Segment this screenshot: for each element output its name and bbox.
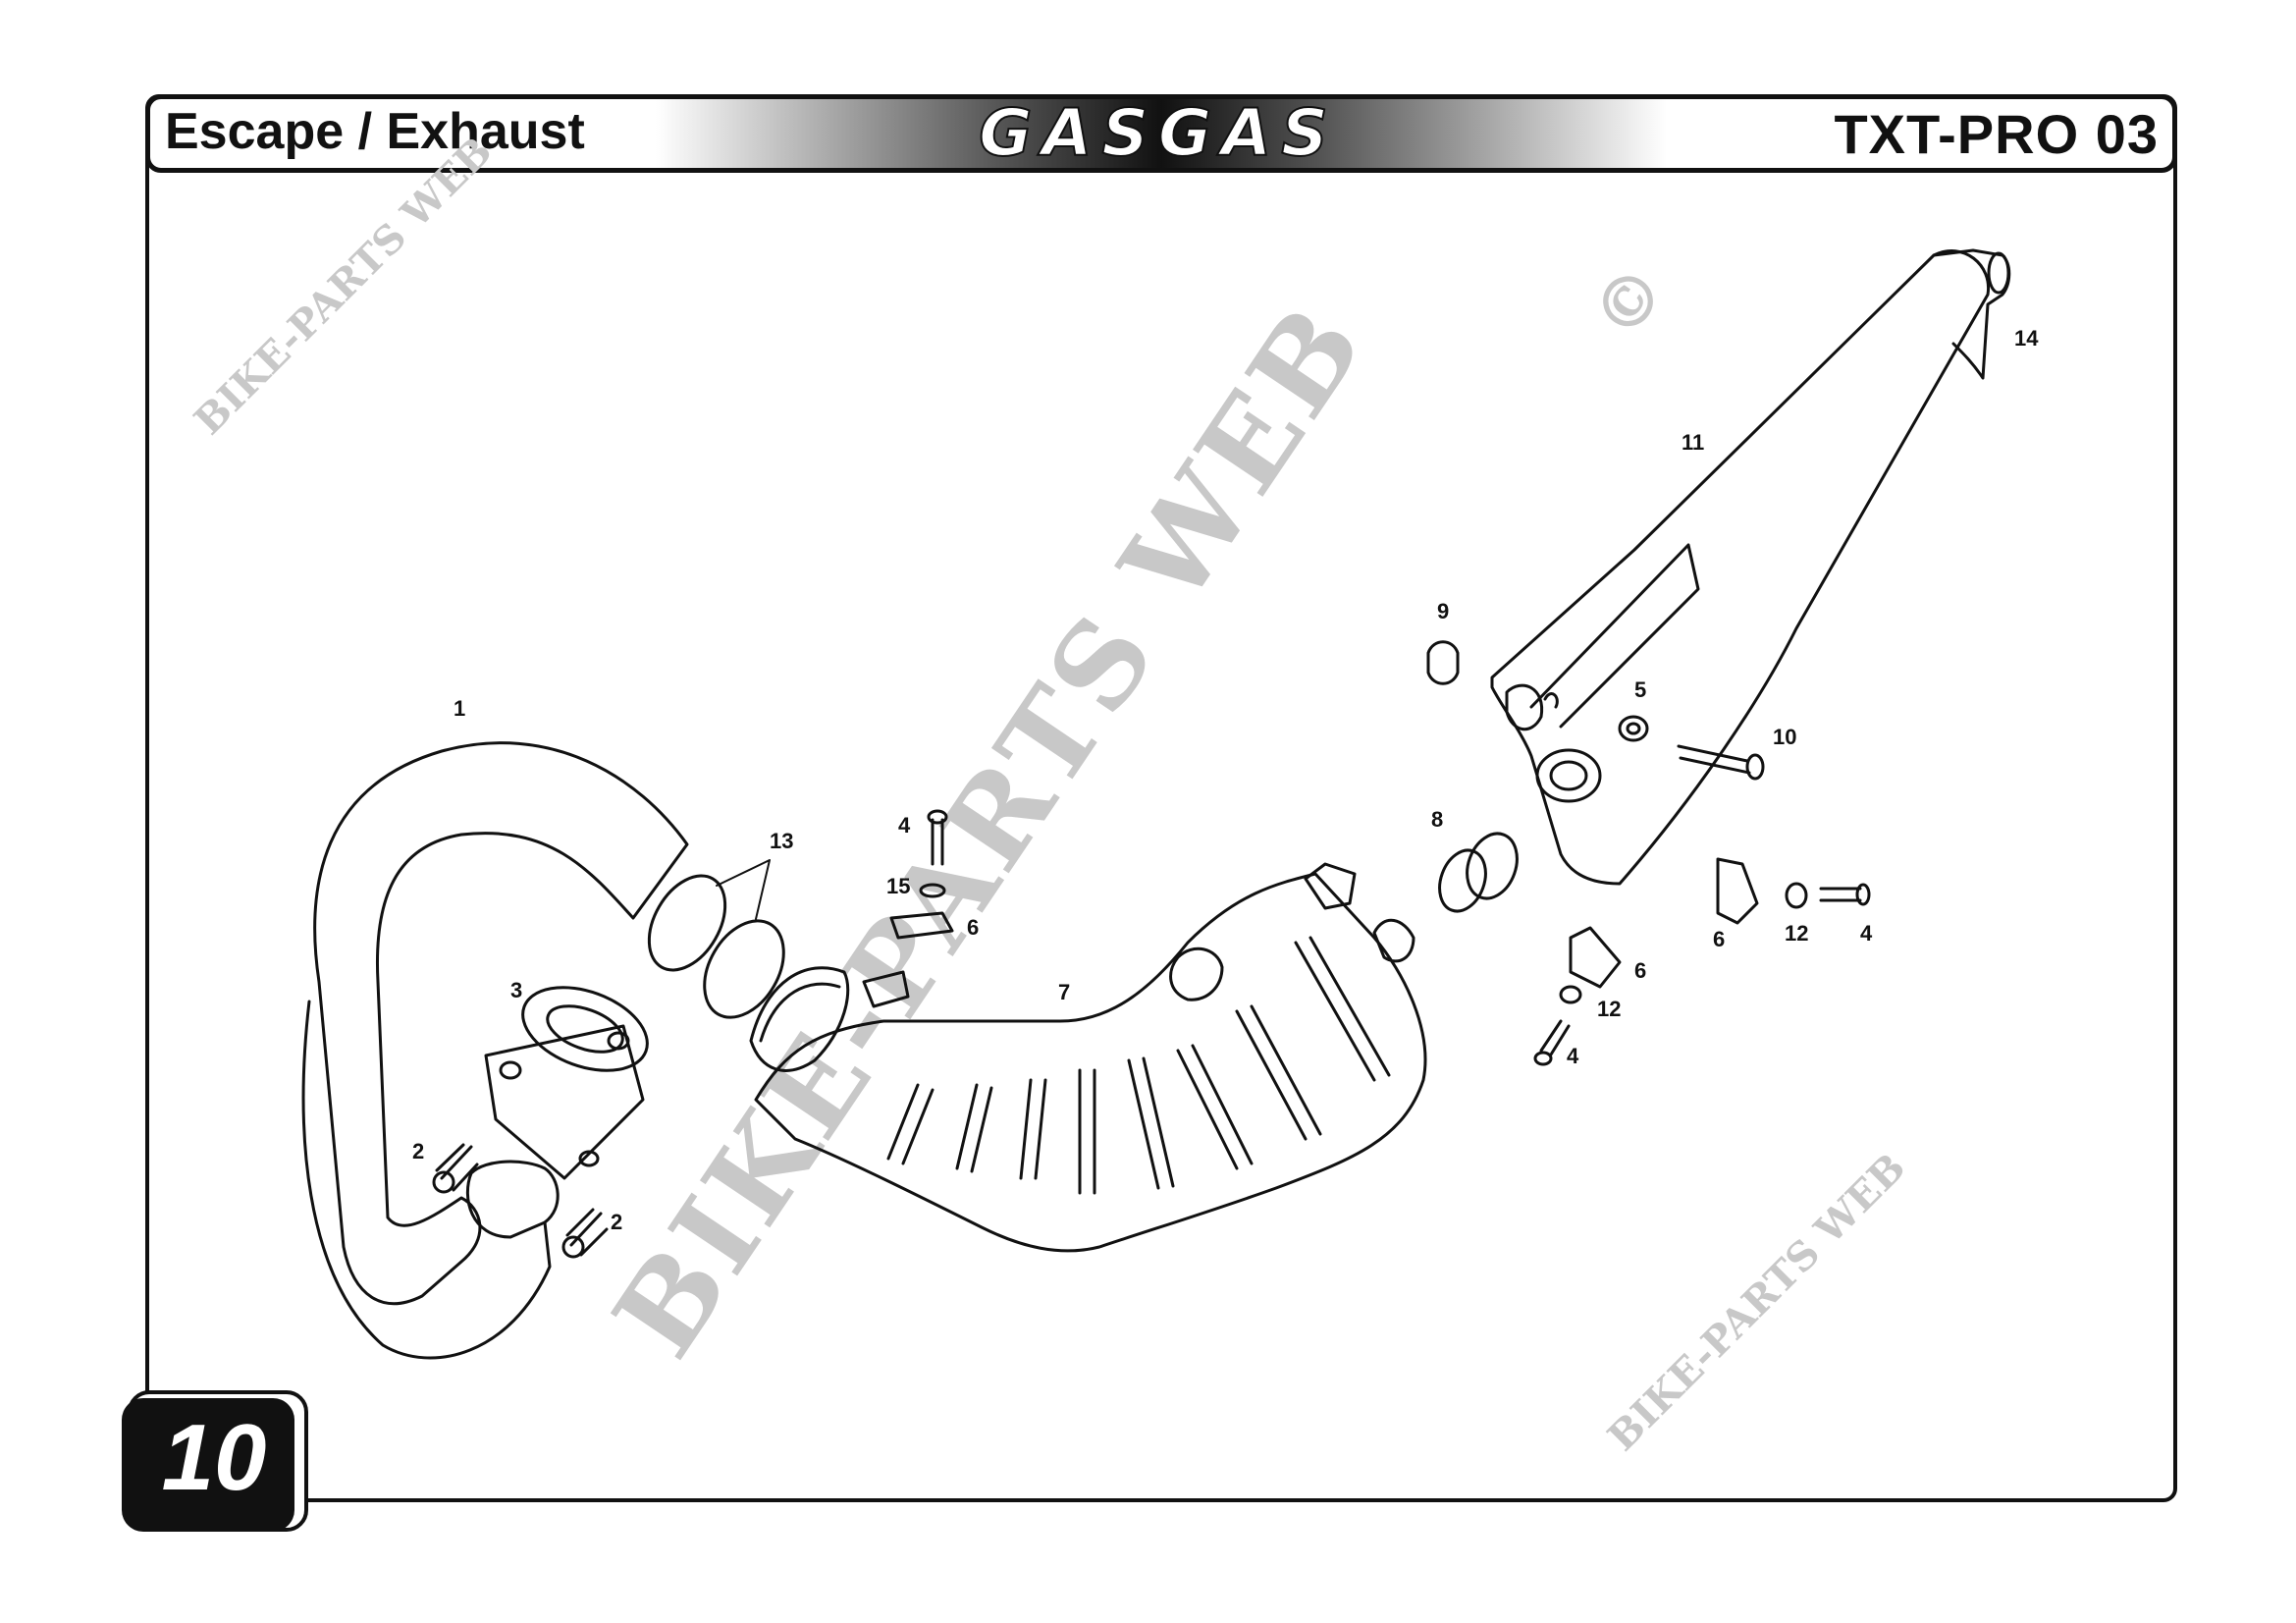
page-number: 10 [161,1405,267,1510]
part-9-grommet [1426,640,1460,685]
callout-15: 15 [886,874,910,898]
callout-4b: 4 [1567,1044,1579,1068]
callout-14: 14 [2014,326,2039,351]
watermark-main: BIKE-PARTS WEB [587,280,1391,1380]
part-4-bolt-left [931,818,944,866]
callout-5: 5 [1634,677,1646,702]
page-title: Escape / Exhaust [165,103,585,160]
callout-2b: 2 [611,1210,622,1234]
watermark-small-bottom: BIKE-PARTS WEB [1599,1145,1914,1460]
callout-3: 3 [510,978,522,1002]
part-2-stud-b [565,1208,609,1257]
part-4-bolt-center [1539,1019,1571,1056]
page-number-badge: 10 [122,1390,308,1536]
brand-logo-text: GASGAS [979,98,1338,169]
callout-10: 10 [1773,725,1796,749]
part-5-washer [1618,715,1649,742]
part-8-ring-b [1466,832,1519,900]
header-bar [145,94,2177,173]
part-4-bolt-right [1819,887,1862,902]
part-6-clip-right [1716,857,1759,925]
part-11-silencer [1490,249,1991,886]
callout-6c: 6 [1713,927,1725,951]
part-12-washer-center [1559,985,1582,1004]
callout-8: 8 [1431,807,1443,832]
part-2-stud-a [435,1143,479,1192]
callout-6b: 6 [1634,958,1646,983]
callout-9: 9 [1437,599,1449,623]
part-8-ring-a [1438,848,1487,913]
callout-4a: 4 [898,813,911,838]
part-13-ring-a [647,874,727,972]
brand-logo: GASGAS [978,98,1338,169]
part-3-gasket [521,986,649,1072]
part-15-washer [919,883,946,898]
part-1-header-pipe [313,741,689,1306]
callout-11: 11 [1682,430,1704,455]
callout-4c: 4 [1860,921,1873,946]
callout-6a: 6 [967,915,979,940]
callout-12b: 12 [1785,921,1808,946]
watermark-copyright: © [1575,250,1682,352]
model-name: TXT-PRO 03 [1834,103,2159,165]
part-6-clip-left [889,911,954,940]
watermark-small-top: BIKE-PARTS WEB [186,129,501,444]
part-7-expansion-chamber [754,872,1427,1253]
callout-1: 1 [454,696,465,721]
part-6-clip-center [1569,926,1622,989]
part-10-bolt [1677,744,1751,775]
part-12-washer-right [1785,882,1808,909]
callout-13: 13 [770,829,793,853]
callout-2a: 2 [412,1139,424,1163]
callout-12a: 12 [1597,997,1621,1021]
part-13-ring-b [703,919,785,1019]
part-14-end-cap [1932,248,2011,380]
callout-7: 7 [1058,980,1070,1004]
